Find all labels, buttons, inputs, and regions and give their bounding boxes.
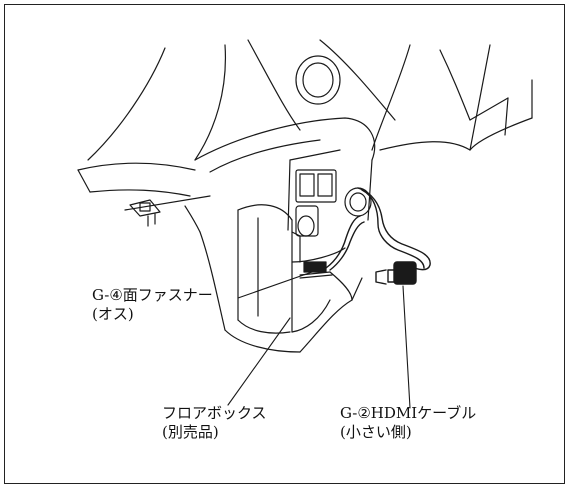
floorbox-leader (228, 318, 290, 405)
center-console (195, 118, 375, 352)
hdmi-label: G-②HDMIケーブル (小さい側) (340, 404, 476, 442)
floorbox-label-line1: フロアボックス (162, 404, 267, 422)
figure-frame (4, 4, 565, 484)
fastener-leader (238, 272, 312, 298)
hdmi-label-line1: G-②HDMIケーブル (340, 404, 477, 422)
floorbox-label: フロアボックス (別売品) (162, 404, 267, 442)
hdmi-cable (326, 188, 430, 284)
left-panel (78, 163, 210, 232)
cup-holder (296, 56, 340, 104)
hdmi-label-line2: (小さい側) (340, 423, 412, 441)
fastener-label-line1: G-④面ファスナー (92, 286, 213, 304)
fastener-label: G-④面ファスナー (オス) (92, 286, 213, 324)
fastener-label-line2: (オス) (92, 305, 134, 323)
hdmi-leader (403, 286, 410, 408)
fastener (300, 262, 332, 278)
leader-lines (228, 272, 410, 408)
floorbox-label-line2: (別売品) (162, 423, 219, 441)
dashboard-outline (88, 40, 532, 160)
